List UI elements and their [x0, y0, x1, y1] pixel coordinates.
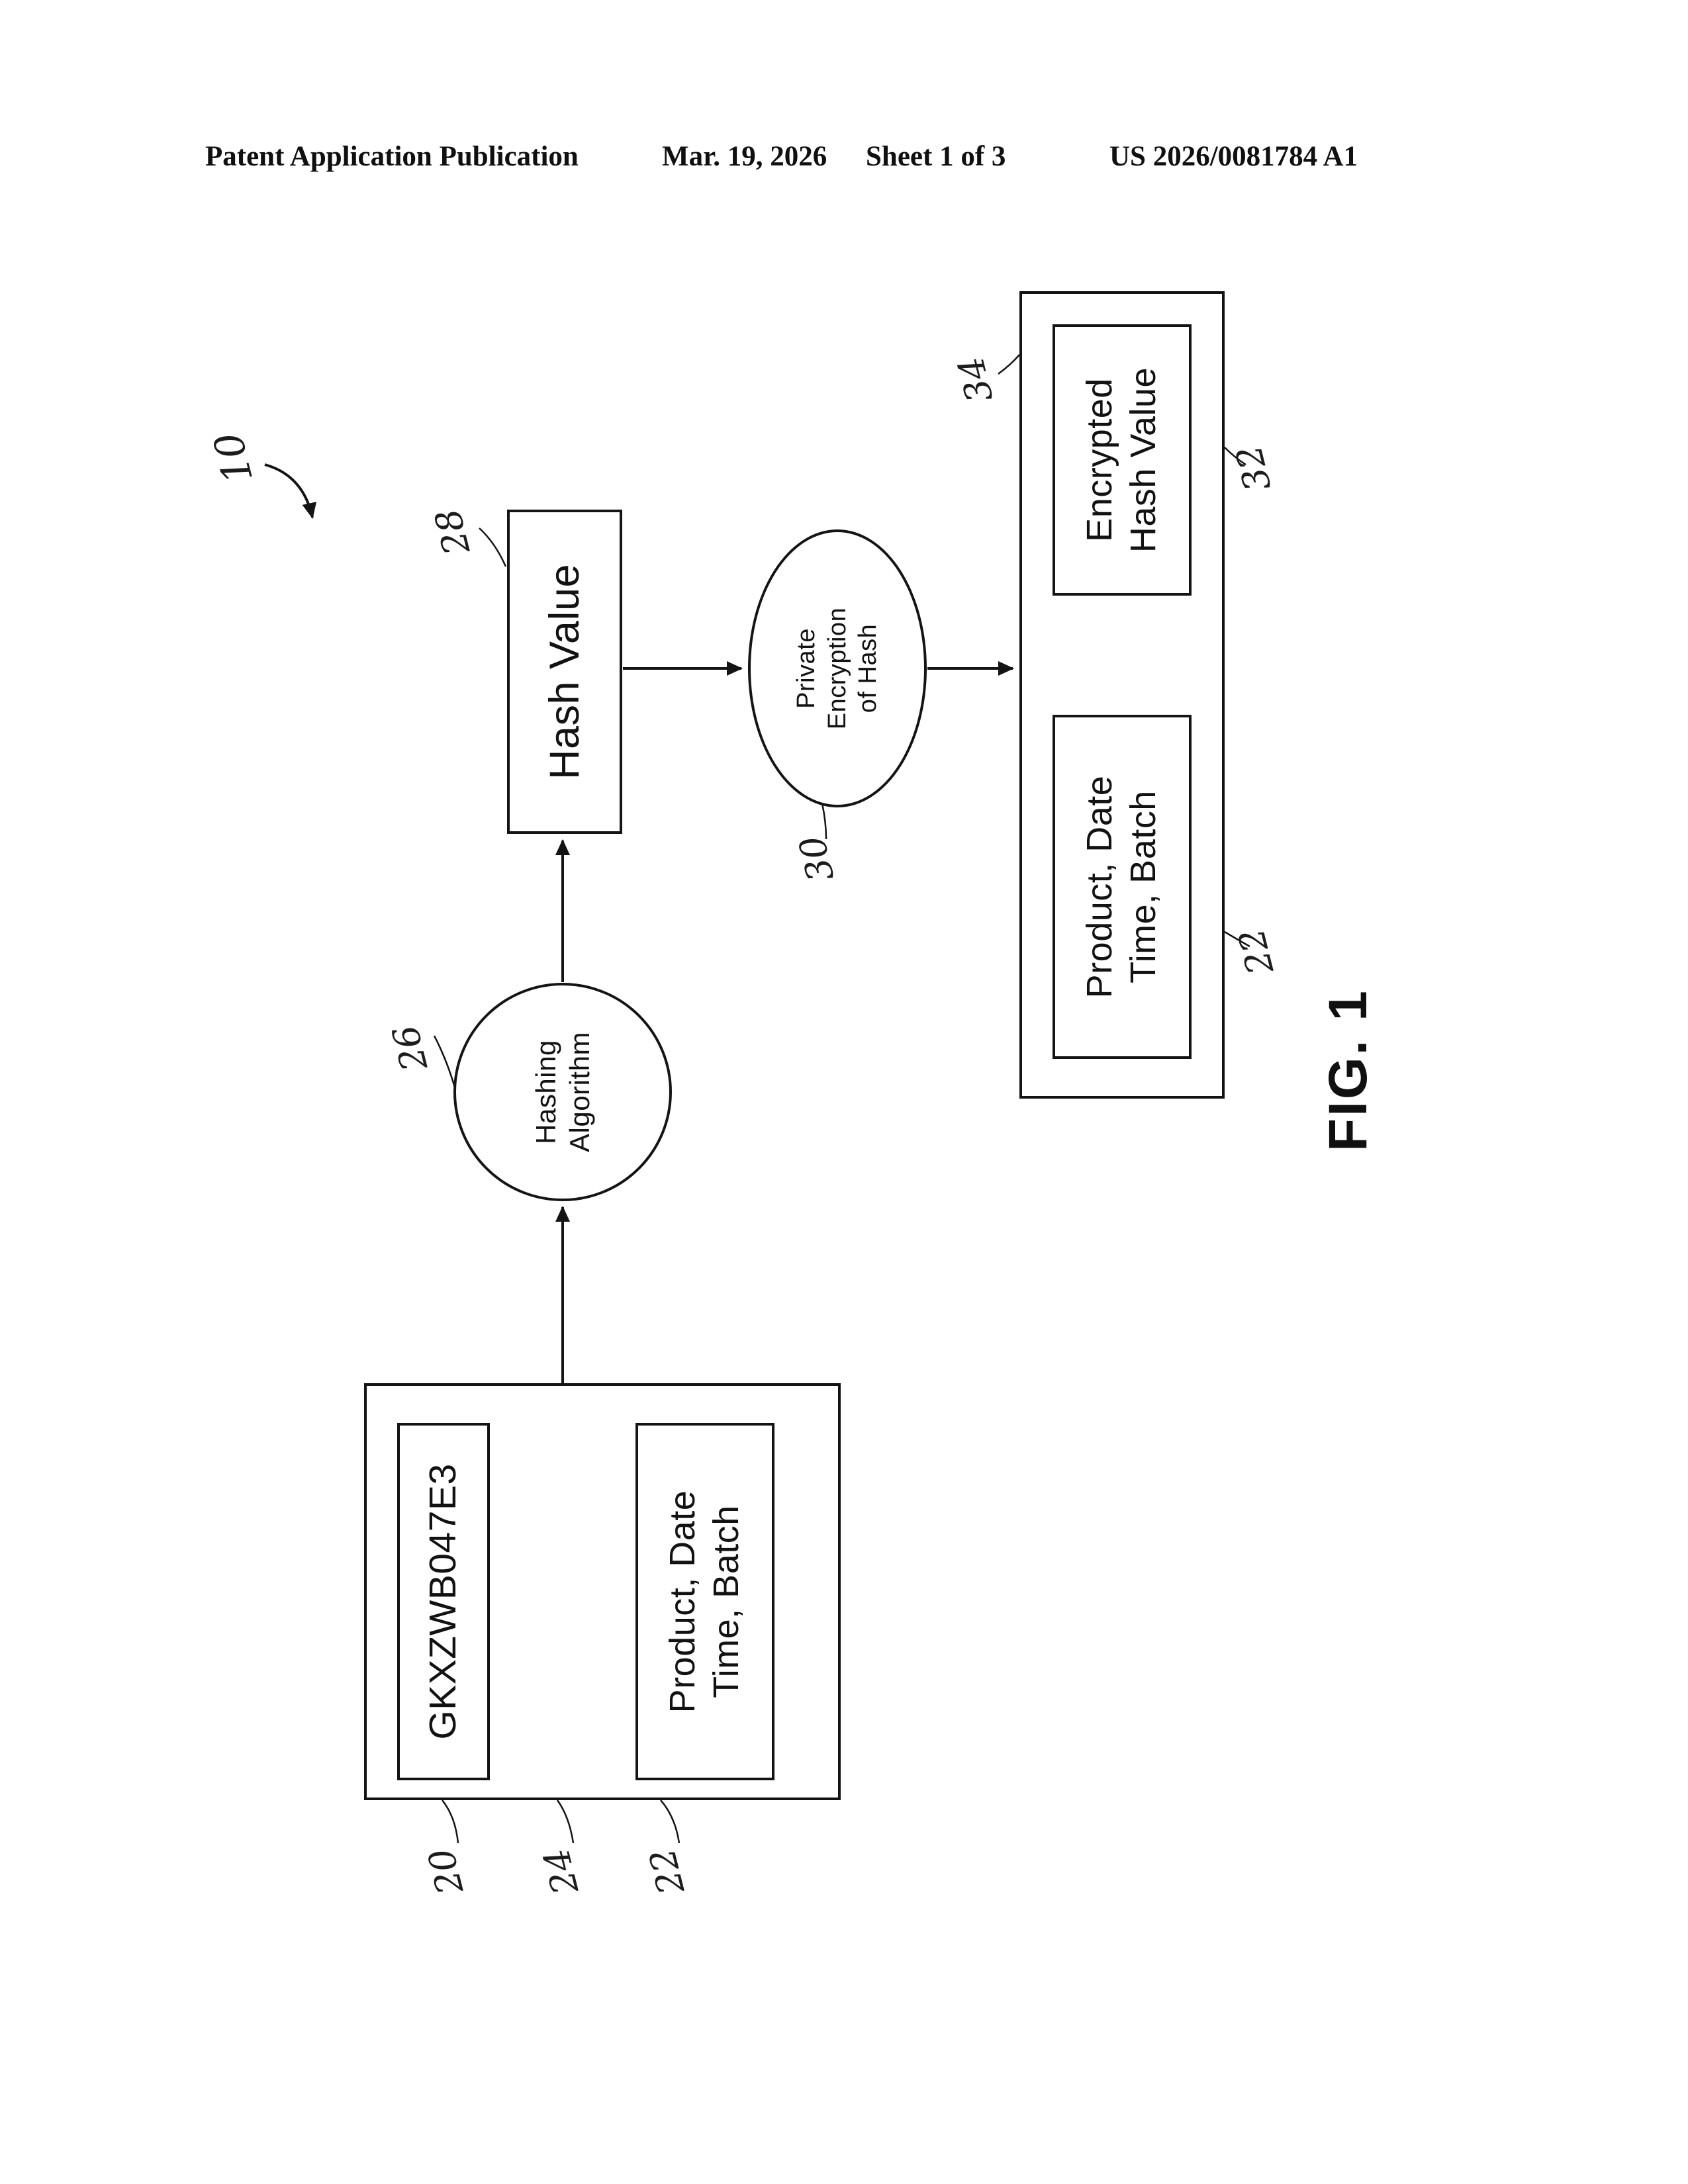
hash-value-box: Hash Value — [507, 510, 622, 834]
leader-ref-34 — [998, 354, 1020, 375]
input-metadata-box: Product, Date Time, Batch — [635, 1423, 774, 1780]
hash-value-text: Hash Value — [541, 563, 588, 780]
header-sheet: Sheet 1 of 3 — [866, 141, 1006, 172]
leader-ref-28 — [479, 527, 507, 567]
private-encryption-ellipse: Private Encryption of Hash — [748, 529, 927, 807]
leader-ref-22b — [1224, 931, 1250, 948]
leader-ref-20 — [442, 1799, 459, 1844]
leader-ref-30 — [821, 803, 827, 840]
input-metadata-text: Product, Date Time, Batch — [663, 1490, 746, 1713]
private-encryption-text: Private Encryption of Hash — [792, 607, 882, 730]
system-ref-arrow — [264, 463, 317, 519]
header-date: Mar. 19, 2026 — [662, 141, 827, 172]
encrypted-hash-value-box: Encrypted Hash Value — [1053, 324, 1192, 596]
serial-number-box: GKXZWB047E3 — [397, 1423, 490, 1780]
figure-label: FIG. 1 — [1318, 989, 1378, 1152]
leader-ref-32 — [1224, 447, 1246, 466]
output-metadata-box: Product, Date Time, Batch — [1053, 715, 1192, 1059]
figure-1-canvas: GKXZWB047E3 Product, Date Time, Batch Ha… — [199, 245, 1423, 1966]
header-patent-number: US 2026/0081784 A1 — [1109, 141, 1358, 172]
leader-ref-22a — [660, 1799, 680, 1844]
leader-ref-24 — [556, 1799, 575, 1844]
header-publication: Patent Application Publication — [205, 141, 579, 172]
hashing-algorithm-circle: Hashing Algorithm — [453, 983, 672, 1201]
serial-number-text: GKXZWB047E3 — [422, 1463, 465, 1740]
encrypted-hash-value-text: Encrypted Hash Value — [1080, 367, 1163, 553]
output-metadata-text: Product, Date Time, Batch — [1080, 775, 1163, 999]
hashing-algorithm-text: Hashing Algorithm — [530, 1032, 595, 1152]
